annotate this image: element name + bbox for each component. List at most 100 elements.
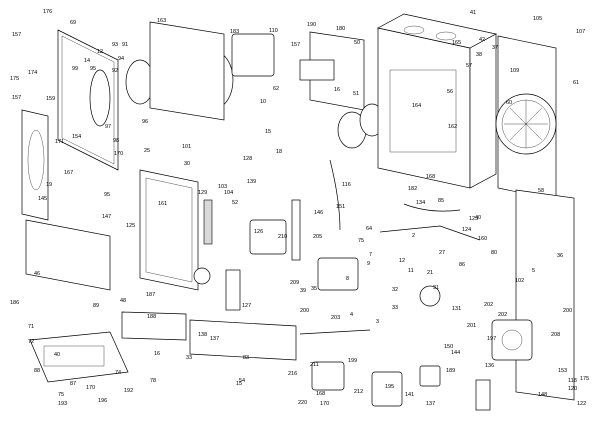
part-number-label: 193: [58, 401, 67, 407]
part-number-label: 147: [102, 214, 111, 220]
part-number-label: 57: [466, 63, 472, 69]
part-number-label: 216: [288, 371, 297, 377]
part-number-label: 9: [367, 261, 370, 267]
part-number-label: 39: [300, 288, 306, 294]
part-number-label: 159: [46, 96, 55, 102]
part-number-label: 62: [273, 86, 279, 92]
part-number-label: 200: [563, 308, 572, 314]
part-number-label: 102: [515, 278, 524, 284]
part-number-label: 162: [448, 124, 457, 130]
part-number-label: 151: [336, 204, 345, 210]
part-number-label: 220: [298, 400, 307, 406]
part-number-label: 192: [124, 388, 133, 394]
part-number-label: 51: [353, 91, 359, 97]
part-number-label: 126: [254, 229, 263, 235]
part-number-label: 189: [446, 368, 455, 374]
part-number-label: 2: [412, 233, 415, 239]
part-number-label: 160: [478, 236, 487, 242]
part-number-label: 5: [532, 268, 535, 274]
part-number-label: 92: [112, 68, 118, 74]
part-number-label: 195: [385, 384, 394, 390]
part-number-label: 187: [146, 292, 155, 298]
part-number-label: 164: [412, 103, 421, 109]
part-number-label: 4: [350, 312, 353, 318]
part-number-label: 99: [72, 66, 78, 72]
part-number-label: 197: [487, 336, 496, 342]
part-number-label: 129: [198, 190, 207, 196]
part-number-label: 38: [476, 52, 482, 58]
part-number-label: 105: [533, 16, 542, 22]
part-number-label: 145: [38, 196, 47, 202]
part-number-label: 175: [10, 76, 19, 82]
part-number-label: 146: [314, 210, 323, 216]
part-number-label: 27: [439, 250, 445, 256]
part-number-label: 150: [444, 344, 453, 350]
part-number-label: 69: [70, 20, 76, 26]
part-number-label: 203: [331, 315, 340, 321]
part-number-label: 116: [342, 182, 351, 188]
part-number-label: 125: [126, 223, 135, 229]
part-number-label: 15: [236, 381, 242, 387]
part-number-label: 176: [43, 9, 52, 15]
part-number-label: 136: [485, 363, 494, 369]
part-number-label: 110: [269, 28, 278, 34]
part-number-label: 131: [452, 306, 461, 312]
part-number-label: 170: [114, 151, 123, 157]
part-number-label: 85: [438, 198, 444, 204]
part-number-label: 109: [510, 68, 519, 74]
part-number-label: 141: [405, 392, 414, 398]
part-number-label: 170: [320, 401, 329, 407]
part-number-label: 32: [392, 287, 398, 293]
part-number-label: 19: [46, 182, 52, 188]
part-number-label: 80: [491, 250, 497, 256]
part-number-label: 122: [577, 401, 586, 407]
part-number-label: 170: [86, 385, 95, 391]
part-number-label: 137: [210, 336, 219, 342]
part-number-label: 161: [158, 201, 167, 207]
part-number-label: 208: [551, 332, 560, 338]
part-number-label: 138: [198, 332, 207, 338]
part-number-label: 183: [230, 29, 239, 35]
part-number-label: 211: [310, 362, 319, 368]
part-number-label: 46: [34, 271, 40, 277]
part-number-label: 94: [118, 56, 124, 62]
part-number-label: 89: [93, 303, 99, 309]
part-number-label: 144: [451, 350, 460, 356]
part-number-label: 12: [399, 258, 405, 264]
part-number-label: 209: [290, 280, 299, 286]
part-number-label: 11: [408, 268, 414, 274]
part-number-label: 200: [300, 308, 309, 314]
part-number-label: 72: [28, 339, 34, 345]
part-number-label: 163: [157, 18, 166, 24]
part-number-label: 40: [54, 352, 60, 358]
part-number-label: 10: [260, 99, 266, 105]
part-number-label: 75: [358, 238, 364, 244]
part-number-label: 64: [366, 226, 372, 232]
part-number-label: 196: [98, 398, 107, 404]
part-number-label: 190: [307, 22, 316, 28]
part-number-label: 78: [150, 378, 156, 384]
part-number-label: 52: [232, 200, 238, 206]
part-number-label: 91: [122, 42, 128, 48]
part-number-label: 123: [469, 216, 478, 222]
part-number-label: 202: [498, 312, 507, 318]
part-number-label: 21: [427, 270, 433, 276]
part-number-label: 42: [479, 37, 485, 43]
part-number-label: 124: [462, 227, 471, 233]
part-number-label: 18: [276, 149, 282, 155]
part-number-label: 165: [452, 40, 461, 46]
part-number-label: 120: [568, 386, 577, 392]
part-number-label: 74: [115, 370, 121, 376]
part-number-label: 202: [484, 302, 493, 308]
part-number-label: 205: [313, 234, 322, 240]
part-number-label: 83: [243, 355, 249, 361]
part-number-label: 14: [84, 58, 90, 64]
part-number-label: 167: [64, 170, 73, 176]
part-number-label: 35: [311, 286, 317, 292]
part-number-label: 212: [354, 389, 363, 395]
part-number-label: 86: [459, 262, 465, 268]
part-number-label: 33: [186, 355, 192, 361]
part-number-label: 31: [433, 285, 439, 291]
